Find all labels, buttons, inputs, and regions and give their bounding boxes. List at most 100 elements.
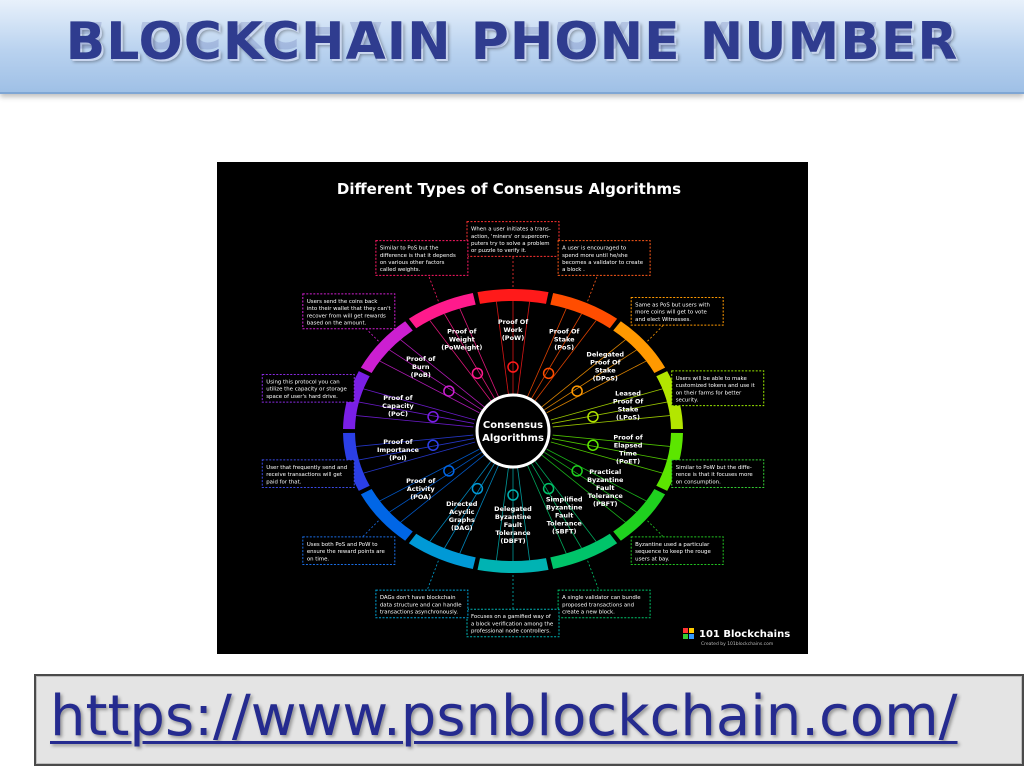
- title-bar: BLOCKCHAIN PHONE NUMBER BLOCKCHAIN PHONE…: [0, 0, 1024, 94]
- disk-icon: [427, 411, 439, 423]
- segment-ray: [459, 462, 500, 554]
- segment-ray: [544, 349, 637, 411]
- note-line: Same as PoS but users with: [635, 302, 710, 308]
- note-line: on consumption.: [676, 479, 721, 485]
- segment-ray: [356, 415, 474, 428]
- segment-ray: [550, 388, 663, 421]
- brand-cube-icon: [689, 634, 694, 639]
- note-line: called weights.: [380, 267, 421, 273]
- segment-ray: [546, 360, 647, 414]
- note-line: transactions asynchronously.: [380, 610, 458, 616]
- segment-label-line: Proof Of: [498, 318, 529, 326]
- segment-label-line: (DPoS): [593, 374, 618, 382]
- segment-rim: [477, 558, 549, 573]
- segment-label-line: Weight: [449, 336, 475, 344]
- brand-name: 101 Blockchains: [699, 629, 790, 640]
- network-icon: [571, 465, 583, 477]
- consensus-wheel: Different Types of Consensus AlgorithmsP…: [261, 180, 790, 647]
- note-line: sequence to keep the rouge: [635, 549, 711, 555]
- segment-label-line: Proof of: [406, 477, 435, 485]
- note-line: ensure the reward points are: [307, 549, 386, 555]
- segment-rim: [343, 371, 370, 430]
- segment-rim: [656, 432, 683, 491]
- segment-label-line: Acyclic: [449, 508, 474, 516]
- importance-icon: [427, 439, 439, 451]
- segment-ray: [516, 464, 530, 561]
- slide-title: BLOCKCHAIN PHONE NUMBER: [65, 12, 959, 72]
- note-line: into their wallet that they can't: [307, 306, 391, 312]
- note-line: Similar to PoS but the: [380, 246, 439, 252]
- segment-label-line: (PoI): [389, 454, 407, 462]
- segment-label-line: Fault: [596, 484, 614, 492]
- segment-label-line: Leased: [615, 390, 641, 398]
- segment-ray: [358, 401, 475, 424]
- segment-label-line: Proof Of: [590, 358, 621, 366]
- note-line: rence is that it focuses more: [676, 472, 754, 478]
- segment-label-line: (LPoS): [616, 414, 640, 422]
- segment-ray: [444, 313, 496, 401]
- segment-label-line: Byzantine: [495, 513, 532, 521]
- note-box: Similar to PoW but the diffe-rence is th…: [671, 459, 765, 489]
- note-line: on time.: [307, 556, 330, 562]
- segment-ray: [389, 451, 482, 513]
- note-frame: [557, 240, 651, 276]
- segment-label-line: Byzantine: [546, 503, 583, 511]
- note-frame: [375, 240, 469, 276]
- note-frame: [466, 608, 560, 638]
- segment-ray: [358, 438, 475, 461]
- segment-rim: [613, 489, 666, 541]
- segment-ray: [551, 438, 668, 461]
- center-label-line: Consensus: [483, 420, 543, 431]
- website-link[interactable]: https://www.psnblockchain.com/: [50, 684, 958, 749]
- note-line: data structure and can handle: [380, 602, 462, 608]
- note-frame: [375, 589, 469, 619]
- segment-ray: [379, 448, 480, 502]
- segment-rim: [360, 489, 413, 541]
- segment-ray: [550, 441, 663, 474]
- note-box: Same as PoS but users with more coins wil…: [630, 296, 724, 342]
- note-line: more coins will get to vote: [635, 310, 707, 316]
- note-line: puters try to solve a problem: [471, 241, 550, 247]
- segment-ray: [389, 349, 482, 411]
- segment-label-line: (PoB): [411, 371, 431, 379]
- segment-label-line: Importance: [377, 446, 419, 454]
- mining-icon: [507, 361, 519, 373]
- segment-ray: [516, 301, 530, 398]
- segment-label-line: Proof of: [406, 355, 435, 363]
- segment-label-line: Burn: [412, 363, 430, 371]
- segment-label-line: Stake: [554, 336, 575, 344]
- segment-rim: [550, 293, 618, 329]
- segment-label-line: Delegated: [494, 505, 532, 513]
- segment-label-line: (DAG): [451, 524, 473, 532]
- segment-ray: [541, 339, 626, 408]
- segment-label-line: Simplified: [546, 495, 583, 503]
- note-frame: [302, 293, 396, 330]
- segment-label-line: Activity: [407, 485, 436, 493]
- segment-label-line: Tolerance: [495, 529, 531, 537]
- brand-cube-icon: [683, 634, 688, 639]
- segment-label-line: Proof of: [613, 433, 642, 441]
- segment-label-line: Proof of: [383, 394, 412, 402]
- segment-ray: [363, 388, 476, 421]
- segment-ray: [530, 461, 582, 549]
- segment-ray: [526, 308, 567, 400]
